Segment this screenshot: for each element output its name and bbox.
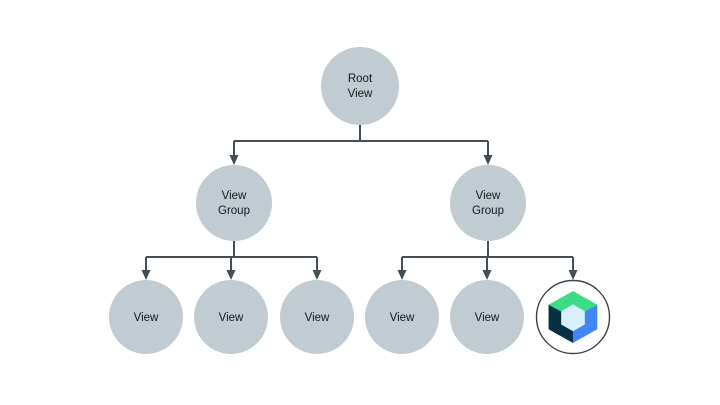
edge-group-right — [397, 241, 578, 280]
arrowhead-leaf-3 — [312, 270, 322, 280]
arrowhead-compose — [568, 270, 578, 280]
node-view-group-right[interactable]: View Group — [450, 165, 526, 241]
node-view-leaf-2[interactable]: View — [194, 280, 268, 354]
view-leaf-1-circle — [109, 280, 183, 354]
edge-group-left — [141, 241, 322, 280]
jetpack-compose-logo-icon — [548, 291, 598, 343]
node-view-leaf-3[interactable]: View — [280, 280, 354, 354]
arrowhead-leaf-4 — [397, 270, 407, 280]
view-leaf-2-circle — [194, 280, 268, 354]
compose-logo-center-hex — [561, 304, 585, 332]
arrowhead-leaf-1 — [141, 270, 151, 280]
compose-logo-left-face-inner — [548, 304, 573, 343]
node-view-leaf-1[interactable]: View — [109, 280, 183, 354]
view-leaf-5-circle — [450, 280, 524, 354]
view-group-left-circle — [196, 165, 272, 241]
view-leaf-3-circle — [280, 280, 354, 354]
node-view-leaf-4[interactable]: View — [365, 280, 439, 354]
view-leaf-4-circle — [365, 280, 439, 354]
compose-logo-right-face — [573, 304, 598, 343]
arrowhead-leaf-5 — [482, 270, 492, 280]
node-compose-view[interactable] — [535, 279, 611, 355]
arrowhead-group-right — [483, 155, 493, 165]
node-root-view[interactable]: Root View — [321, 47, 399, 125]
arrowhead-group-left — [229, 155, 239, 165]
edge-group-root — [229, 125, 493, 165]
node-view-group-left[interactable]: View Group — [196, 165, 272, 241]
root-view-circle — [321, 47, 399, 125]
arrowhead-leaf-2 — [226, 270, 236, 280]
node-view-leaf-5[interactable]: View — [450, 280, 524, 354]
view-group-right-circle — [450, 165, 526, 241]
